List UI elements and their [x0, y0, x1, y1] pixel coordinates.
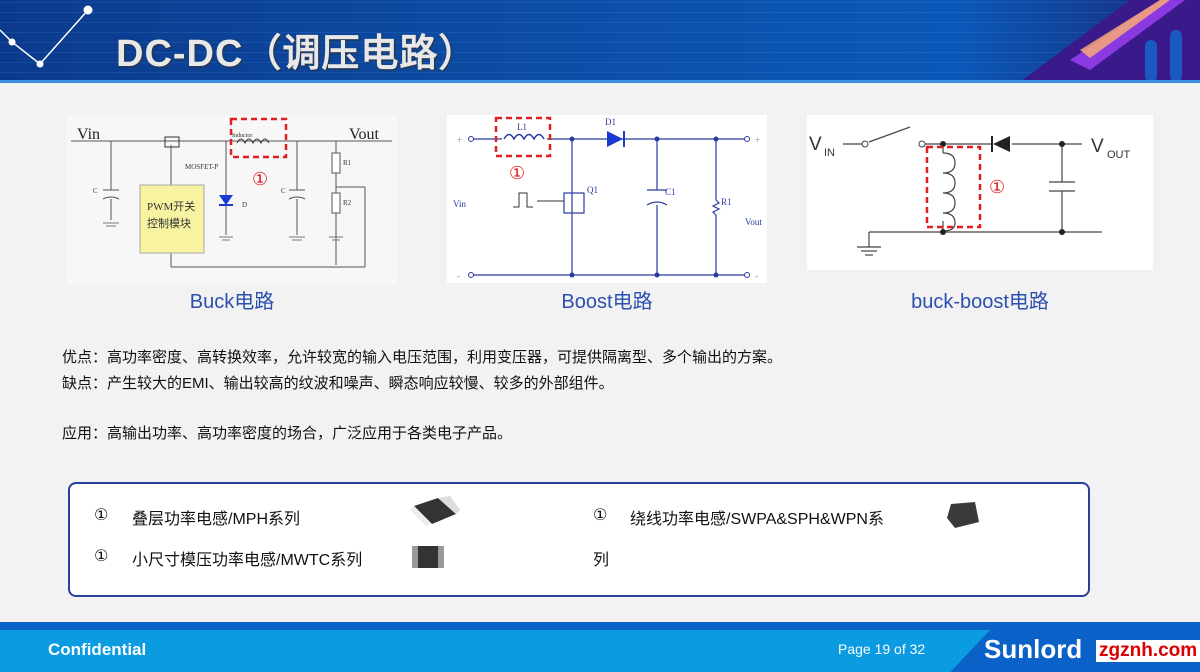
- vout-label: V: [1091, 136, 1104, 157]
- buck-boost-circuit-diagram: V IN V OUT ①: [807, 115, 1153, 270]
- c-label: C: [93, 187, 98, 195]
- vin-subscript: IN: [824, 147, 835, 159]
- d-label: D: [242, 201, 247, 209]
- mph-inductor-image: [410, 496, 460, 526]
- inductor-label: Inductor: [232, 133, 252, 139]
- l1-label: L1: [517, 122, 527, 132]
- header-banner: DC-DC（调压电路）: [0, 0, 1200, 82]
- header-divider: [0, 80, 1200, 83]
- plus-label: +: [457, 135, 462, 145]
- vout-label: Vout: [745, 217, 762, 227]
- product-marker: ①: [94, 548, 109, 565]
- swpa-inductor-image: [947, 502, 979, 528]
- buck-boost-caption: buck-boost电路: [911, 291, 1049, 313]
- pros-text: 优点：高功率密度、高转换效率，允许较宽的输入电压范围，利用变压器，可提供隔离型、…: [62, 349, 783, 366]
- mwtc-inductor-image: [412, 546, 444, 568]
- plus-label: +: [755, 135, 760, 145]
- cons-text: 缺点：产生较大的EMI、输出较高的纹波和噪声、瞬态响应较慢、较多的外部组件。: [62, 375, 614, 392]
- vout-subscript: OUT: [1107, 149, 1131, 161]
- q1-label: Q1: [587, 185, 598, 195]
- buck-circuit-diagram: Vin Vout Inductor MOSFET-P PWM开关 控制模块 C …: [67, 115, 397, 285]
- product-swpa-label-wrap: 列: [593, 552, 610, 569]
- vin-label: V: [809, 134, 822, 155]
- product-swpa-label[interactable]: 绕线功率电感/SWPA&SPH&WPN系: [630, 511, 884, 528]
- minus-label: -: [755, 271, 758, 281]
- product-marker: ①: [94, 507, 109, 524]
- inductor-marker: ①: [989, 177, 1005, 197]
- train-bridge-illustration: [1020, 0, 1200, 82]
- page-title: DC-DC（调压电路）: [116, 33, 478, 75]
- inductor-marker: ①: [509, 163, 525, 183]
- product-list-box: [68, 482, 1090, 597]
- boost-caption: Boost电路: [561, 291, 653, 313]
- line-graph-decoration-icon: [0, 5, 93, 68]
- sunlord-logo: Sunlord: [984, 634, 1083, 664]
- application-text: 应用：高输出功率、高功率密度的场合，广泛应用于各类电子产品。: [62, 425, 513, 442]
- buck-vin-label: Vin: [77, 126, 100, 143]
- c-label: C: [281, 187, 286, 195]
- product-mwtc-label[interactable]: 小尺寸模压功率电感/MWTC系列: [132, 552, 363, 569]
- confidential-label: Confidential: [48, 640, 147, 659]
- vin-label: Vin: [453, 199, 466, 209]
- r2-label: R2: [343, 199, 352, 207]
- buck-vout-label: Vout: [349, 126, 379, 143]
- r1-label: R1: [343, 159, 352, 167]
- watermark: zgznh.com: [1096, 640, 1200, 662]
- pwm-label-1: PWM开关: [147, 199, 195, 213]
- product-mph-label[interactable]: 叠层功率电感/MPH系列: [132, 511, 301, 528]
- product-marker: ①: [593, 507, 608, 524]
- page-number: Page 19 of 32: [838, 641, 926, 657]
- r1-label: R1: [721, 197, 732, 207]
- boost-circuit-diagram: + + - - L1 D1 Q1 C1 R1 Vin Vout ①: [447, 115, 767, 283]
- footer-bar: [0, 622, 1200, 672]
- minus-label: -: [457, 271, 460, 281]
- inductor-marker: ①: [252, 169, 268, 189]
- buck-caption: Buck电路: [189, 291, 275, 313]
- c1-label: C1: [665, 187, 676, 197]
- mosfet-label: MOSFET-P: [185, 163, 218, 171]
- pwm-label-2: 控制模块: [147, 216, 191, 230]
- d1-label: D1: [605, 117, 616, 127]
